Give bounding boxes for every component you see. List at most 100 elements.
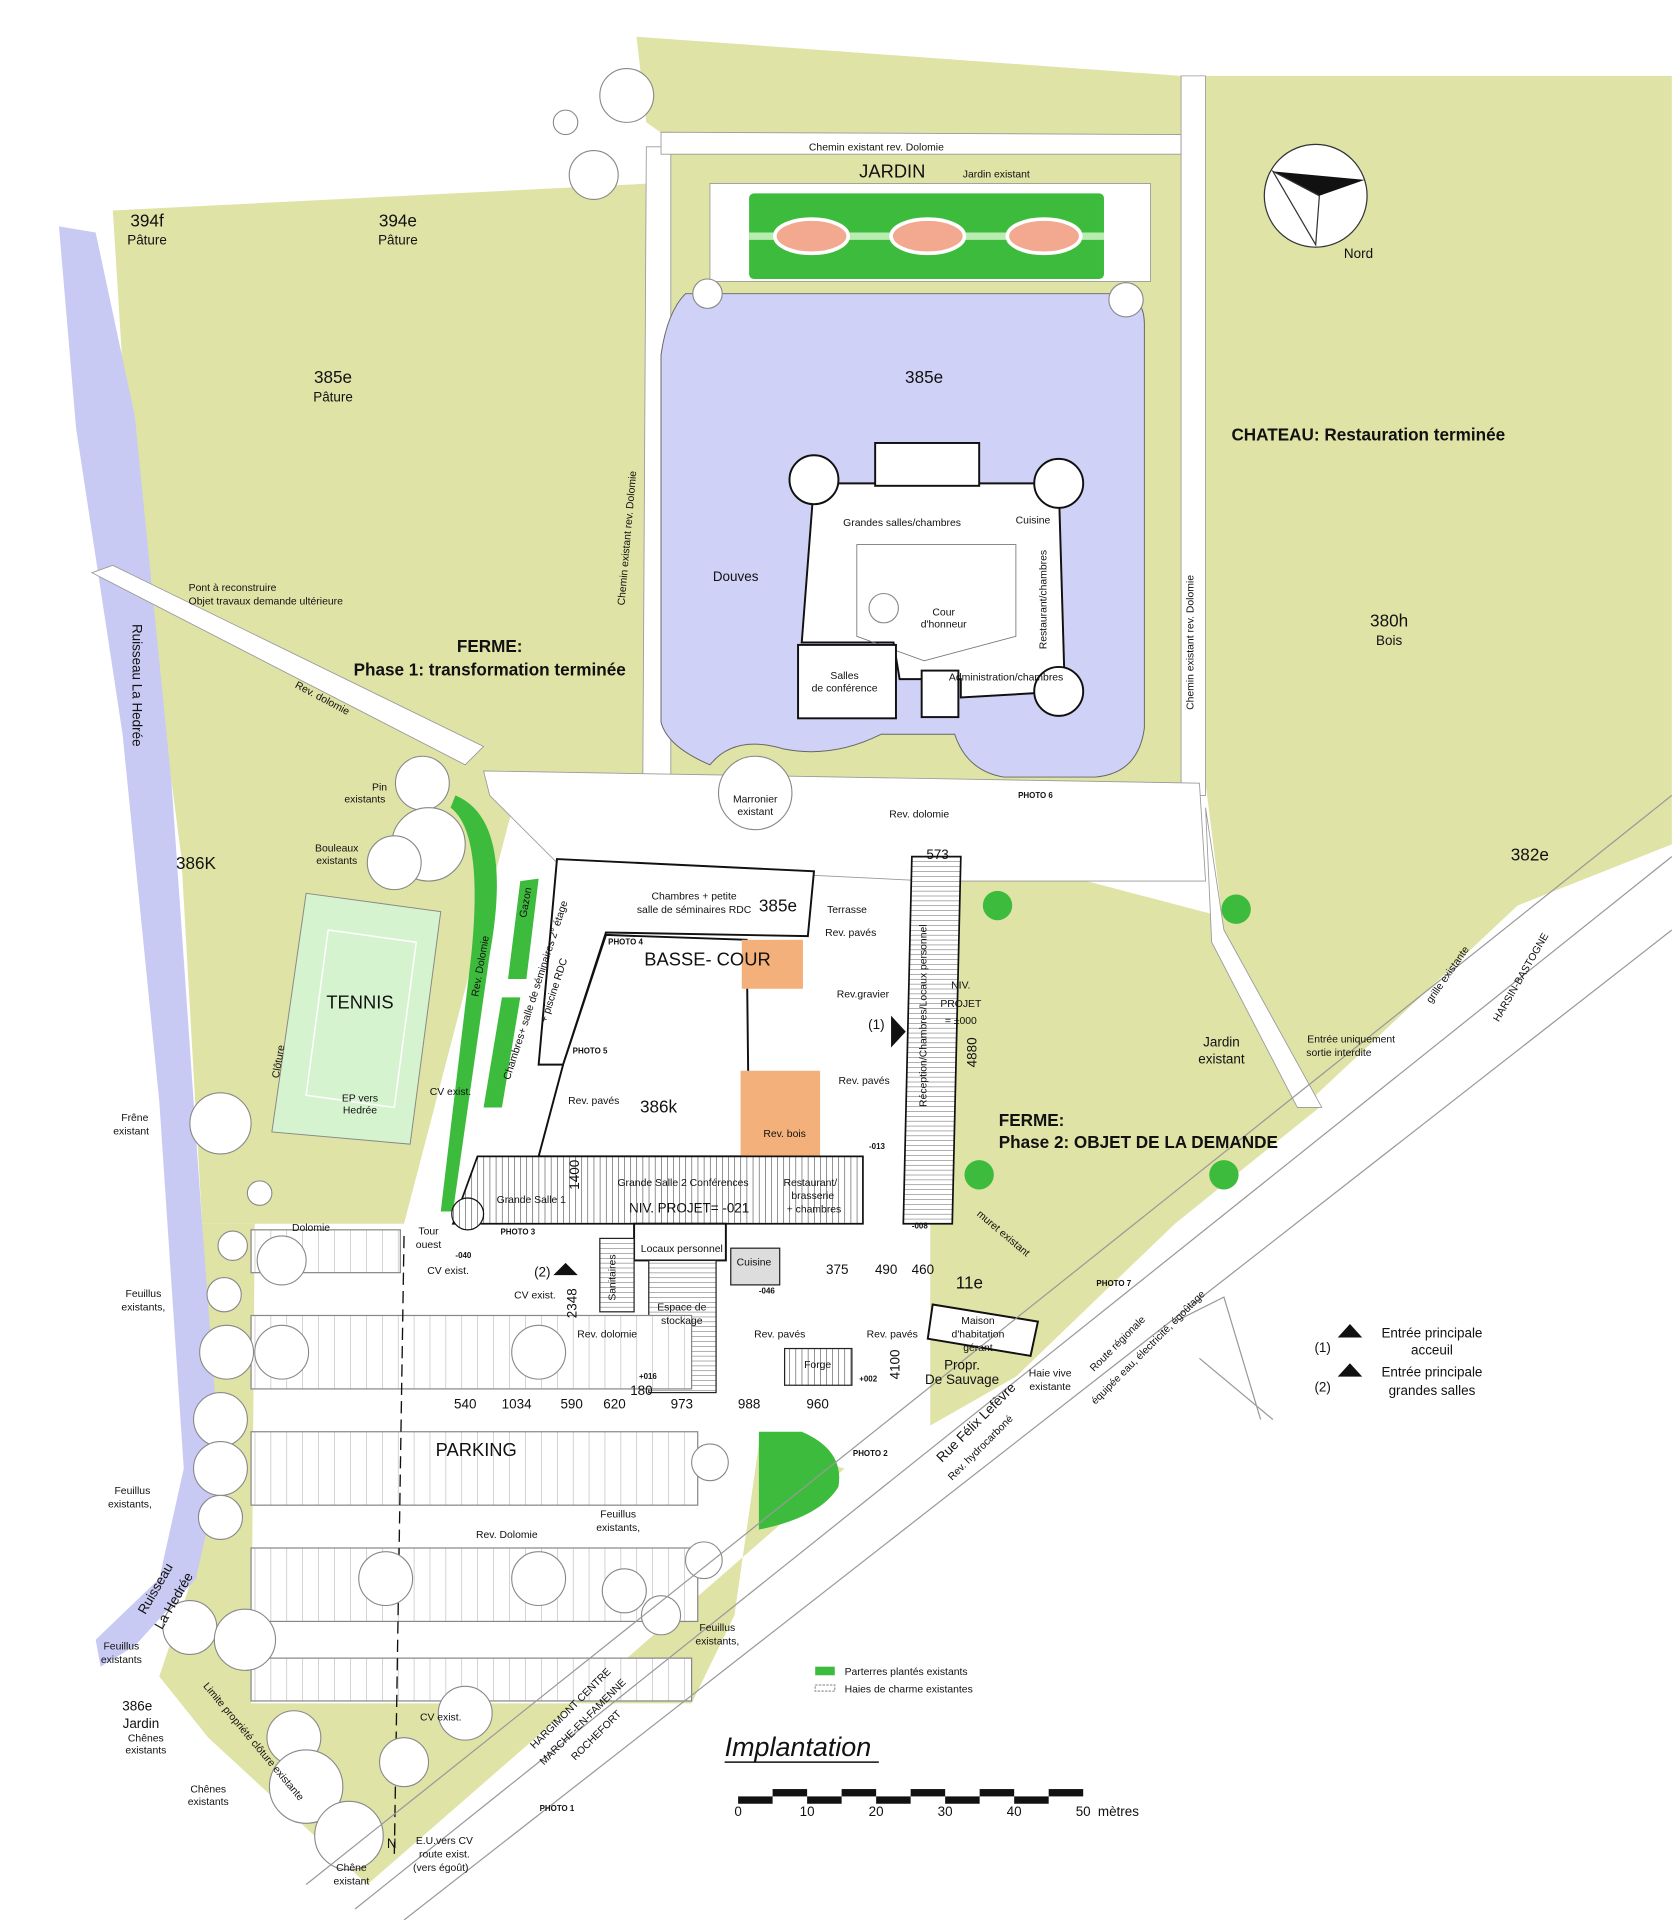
parcel-394e: 394e	[379, 210, 417, 230]
legend-entry2-a: Entrée principale	[1381, 1365, 1482, 1380]
label-eu1: E.U.vers CV	[416, 1836, 473, 1847]
label-resto2: brasserie	[791, 1191, 834, 1202]
label-feuillus-d1: Feuillus	[699, 1623, 735, 1634]
tree-icon	[552, 109, 579, 136]
jardin-heading: JARDIN	[859, 160, 925, 181]
tree-icon	[268, 1749, 344, 1824]
tennis-court	[271, 892, 442, 1145]
label-stockage1: Espace de	[657, 1303, 706, 1314]
label-lvl-013: -013	[869, 1142, 885, 1151]
scale-segment	[841, 1789, 877, 1797]
scale-segment	[910, 1789, 946, 1797]
label-dim-988: 988	[738, 1396, 760, 1411]
scale-segment	[876, 1796, 911, 1804]
parcel-394f: 394f	[130, 210, 164, 230]
chateau-building	[788, 442, 1085, 720]
label-dim-960: 960	[806, 1396, 828, 1411]
scale-segment	[945, 1796, 980, 1804]
label-rev-paves-w: Rev. pavés	[568, 1096, 619, 1107]
label-dim-490: 490	[875, 1262, 897, 1277]
land-use: Bois	[1376, 633, 1402, 648]
label-marronier1: Marronier	[733, 795, 778, 806]
label-entry2: (2)	[534, 1264, 550, 1279]
chateau-heading: CHATEAU: Restauration terminée	[1231, 425, 1505, 445]
scale-segment	[1014, 1796, 1049, 1804]
tree-icon	[197, 1494, 244, 1540]
label-cuisine-chateau: Cuisine	[1016, 516, 1051, 527]
label-feuillus-b1: Feuillus	[114, 1486, 150, 1497]
label-chambres-petite1: Chambres + petite	[651, 891, 736, 902]
scale-tick: 10	[800, 1804, 815, 1819]
label-dim-2348: 2348	[565, 1288, 580, 1318]
tree-icon	[1108, 282, 1144, 318]
label-dim-460: 460	[912, 1262, 934, 1277]
label-jardin-ex1: Jardin	[1203, 1034, 1240, 1049]
legend-haies: Haies de charme existantes	[845, 1684, 973, 1695]
label-jardin-ex2: existant	[1198, 1051, 1245, 1066]
legend-entry1-a: Entrée principale	[1381, 1326, 1482, 1341]
label-rev-paves-s2: Rev. pavés	[867, 1330, 918, 1341]
label-lvl-008: -008	[912, 1222, 928, 1231]
entrance-1-legend-icon	[1337, 1324, 1363, 1338]
label-dim-573: 573	[926, 847, 948, 862]
label-haie2: existante	[1029, 1382, 1071, 1393]
label-lvl-040: -040	[455, 1251, 471, 1260]
label-entree-unique2: sortie interdite	[1306, 1048, 1371, 1059]
label-tour1: Tour	[418, 1227, 439, 1238]
label-feuillus-a2: existants,	[121, 1303, 165, 1314]
tree-icon	[717, 755, 793, 831]
parcel-385e: 385e	[314, 367, 352, 387]
parcel-380h: 380h	[1370, 611, 1408, 631]
parcel-385e-farm: 385e	[759, 896, 797, 916]
label-reception: Réception/Chambres/Locaux personnel	[919, 924, 930, 1107]
label-lvl-002: +002	[859, 1375, 877, 1384]
entrance-2-legend-icon	[1337, 1363, 1363, 1377]
label-rev-dolomie-park: Rev. Dolomie	[476, 1530, 538, 1541]
ferme-phase2-heading: FERME:	[999, 1110, 1065, 1130]
label-propr1: Propr.	[944, 1357, 980, 1372]
label-propr2: De Sauvage	[925, 1372, 999, 1387]
label-salles2: de conférence	[812, 683, 878, 694]
label-dim-180: 180	[630, 1383, 652, 1398]
label-niv2: PROJET	[940, 999, 982, 1010]
parking-lot	[250, 1229, 699, 1861]
label-dim-973: 973	[671, 1396, 693, 1411]
tree-icon	[217, 1230, 248, 1261]
ferme-phase1-subheading: Phase 1: transformation terminée	[354, 659, 626, 679]
label-dim-620: 620	[603, 1396, 625, 1411]
label-rev-paves-e: Rev. pavés	[839, 1076, 890, 1087]
tree-icon	[599, 67, 655, 123]
label-feuillus-c2: existants,	[596, 1523, 640, 1534]
legend-parterres: Parterres plantés existants	[845, 1667, 968, 1678]
label-tour2: ouest	[416, 1240, 442, 1251]
label-rev-dolomie-center: Rev. dolomie	[889, 809, 949, 820]
label-photo6: PHOTO 6	[1018, 791, 1053, 800]
label-locaux: Locaux personnel	[641, 1244, 723, 1255]
north-compass-icon	[1263, 143, 1368, 248]
entrance-1-arrow-icon	[891, 1015, 906, 1048]
label-ruisseau: Ruisseau La Hedrée	[129, 624, 144, 747]
label-terrasse: Terrasse	[827, 905, 867, 916]
label-stockage2: stockage	[661, 1316, 703, 1327]
tree-icon	[511, 1324, 567, 1380]
label-dim-590: 590	[560, 1396, 582, 1411]
label-salles1: Salles	[830, 671, 858, 682]
label-dim-1034: 1034	[502, 1396, 532, 1411]
label-rev-paves-terr: Rev. pavés	[825, 928, 876, 939]
label-maison1: Maison	[961, 1316, 995, 1327]
label-eu3: (vers égoût)	[413, 1863, 468, 1874]
label-resto3: + chambres	[787, 1205, 842, 1216]
ferme-phase2-subheading: Phase 2: OBJET DE LA DEMANDE	[999, 1132, 1278, 1152]
label-dim-4100: 4100	[888, 1349, 903, 1379]
headings: JARDIN CHATEAU: Restauration terminée FE…	[326, 160, 1505, 1460]
label-haie1: Haie vive	[1029, 1369, 1072, 1380]
label-cuisine: Cuisine	[737, 1257, 772, 1268]
label-pont2: Objet travaux demande ultérieure	[189, 597, 343, 608]
label-dim-375: 375	[826, 1262, 848, 1277]
label-photo7: PHOTO 7	[1096, 1279, 1131, 1288]
tree-icon	[684, 1541, 723, 1580]
label-pin2: existants	[344, 795, 385, 806]
tree-icon	[206, 1277, 242, 1313]
